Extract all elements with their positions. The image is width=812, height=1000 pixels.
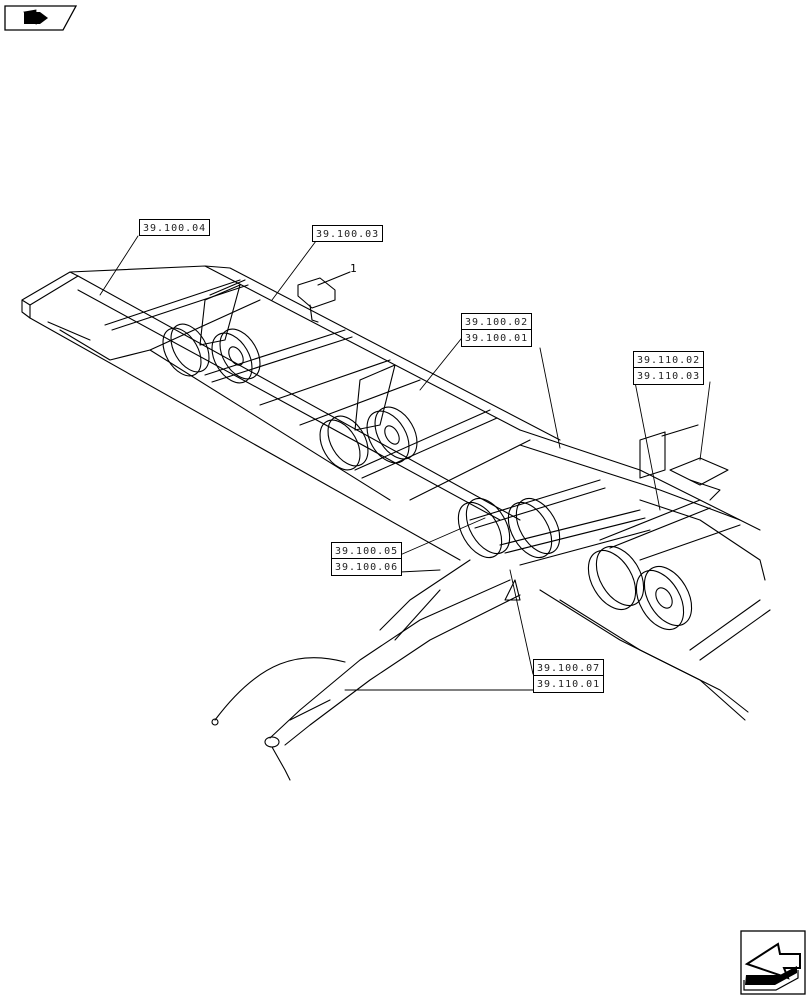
wheel-pack-upper <box>162 279 261 384</box>
hydraulic-cylinders <box>469 479 651 566</box>
callout-39-100-05[interactable]: 39.100.05 <box>331 542 403 559</box>
callout-39-100-06[interactable]: 39.100.06 <box>331 559 403 576</box>
callout-39-110-03[interactable]: 39.110.03 <box>633 368 705 385</box>
wheel-pack-center <box>457 497 561 559</box>
callout-39-100-07[interactable]: 39.100.07 <box>533 659 605 676</box>
book-with-arrow-icon <box>4 5 78 31</box>
callout-leaders <box>99 235 711 691</box>
next-page-button[interactable] <box>741 931 805 994</box>
right-hitch-detail <box>639 424 729 501</box>
callout-39-110-02[interactable]: 39.110.02 <box>633 351 705 368</box>
next-page-arrow-icon <box>740 930 806 995</box>
callout-39-100-04[interactable]: 39.100.04 <box>139 219 211 236</box>
wheel-pack-right <box>587 545 693 631</box>
bracket-part-1 <box>297 271 351 323</box>
part-number-label: 1 <box>350 262 357 275</box>
callout-39-100-01[interactable]: 39.100.01 <box>461 330 533 347</box>
callout-39-100-03[interactable]: 39.100.03 <box>312 225 384 242</box>
callout-39-100-02[interactable]: 39.100.02 <box>461 313 533 330</box>
index-button[interactable] <box>5 6 77 31</box>
hitch-tongue <box>211 559 521 781</box>
left-frame-rails <box>21 265 561 561</box>
wheel-pack-middle <box>319 364 418 471</box>
callout-39-110-01[interactable]: 39.110.01 <box>533 676 605 693</box>
right-frame-rails <box>519 429 771 721</box>
